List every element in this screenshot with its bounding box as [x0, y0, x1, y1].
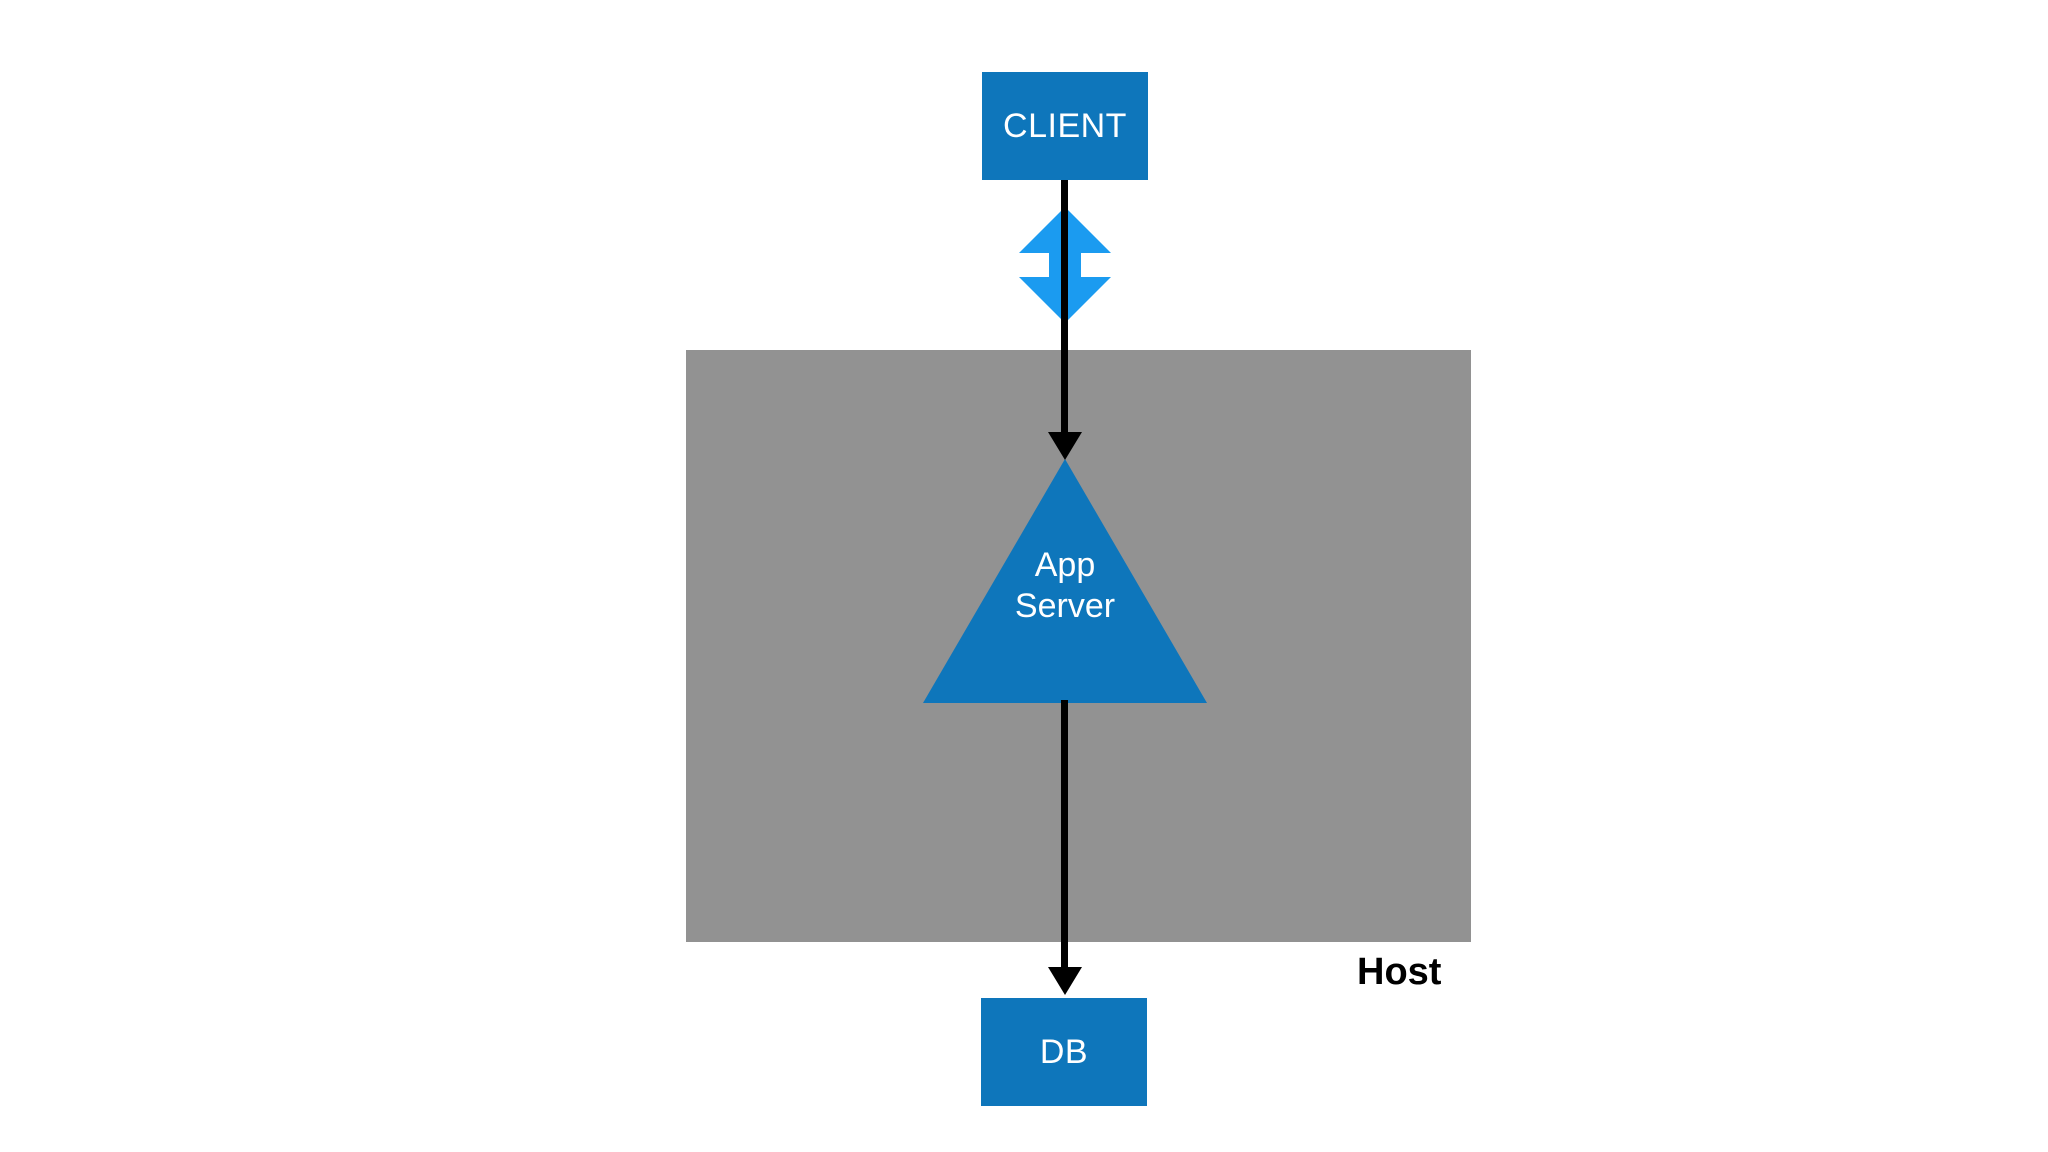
client-label: CLIENT [1003, 106, 1127, 145]
arrowhead-down-icon [1048, 967, 1082, 995]
connector-appserver-to-db [1061, 700, 1068, 967]
arrowhead-down-icon [1048, 432, 1082, 460]
db-label: DB [1039, 1032, 1089, 1071]
client-node: CLIENT [982, 72, 1148, 180]
db-node: DB [981, 998, 1147, 1106]
host-label: Host [1357, 951, 1442, 993]
connector-client-to-appserver [1061, 180, 1068, 432]
app-server-label: App Server [1014, 545, 1116, 625]
